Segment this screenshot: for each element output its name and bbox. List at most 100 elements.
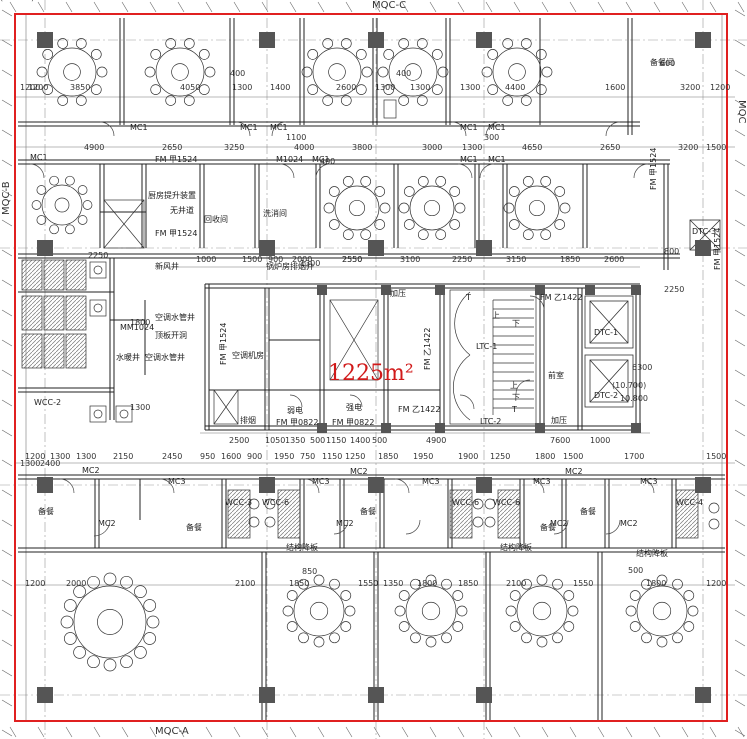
dimension-text: 300 [484,133,499,142]
dimension-text: 2250 [0,0,20,2]
dimension-text: 1300 [130,403,150,412]
dimension-text: 600 [660,59,675,68]
tag-wcc2: WCC-2 [34,398,61,407]
tag-mc2-f: MC2 [550,519,568,528]
column [695,240,711,256]
room-ac-well-2: 空调水管井 [145,352,185,362]
dimension-text: 400 [396,69,411,78]
room-labels: 厨房提升装置 无井道 回收间 洗消间 新风井 锅炉房排烟井 空调水管井 顶板开洞… [38,57,674,558]
tag-wcc6-b: WCC-6 [452,498,479,507]
dimension-text: 400 [0,0,15,2]
dining-table [398,176,466,240]
dimension-text: 500 [628,566,643,575]
dimension-text: 2550 [0,0,20,2]
axis-label-right: MQC [736,100,747,123]
dimension-text: 1850 [378,452,398,461]
dimension-text: 1200 [25,452,45,461]
room-weak-elec: 弱电 [287,405,303,415]
dining-table [36,38,108,106]
dimension-text: 1850 [458,579,478,588]
dimension-text: 2400 [40,459,60,468]
dimension-text: 800 [0,0,15,2]
tag-fm-d: FM 甲1524 [219,323,228,365]
dimension-text: 1300 [20,459,40,468]
dimension-text: 1200 [706,579,726,588]
tag-mc3-e: MC3 [640,477,658,486]
column [695,477,711,493]
tag-mc3-a: MC3 [168,477,186,486]
dimension-text: 1400 [270,83,290,92]
dimension-text: 3250 [224,143,244,152]
dimension-text: 1600 [221,452,241,461]
dimension-text: 2650 [162,143,182,152]
dimension-text: 1350 [285,436,305,445]
tag-wcc6-c: WCC-6 [493,498,520,507]
dimension-text: 750 [300,452,315,461]
tag-wcc3: WCC-3 [225,498,252,507]
axis-label-bottom: MQC-A [155,726,189,737]
tag-up-2: 上 [510,381,518,390]
elevators [584,219,721,408]
dimension-text: 1900 [458,452,478,461]
dimension-text: 2600 [336,83,356,92]
dimension-text: 3200 [678,143,698,152]
column-small [381,423,391,433]
dimension-text: 500 [372,436,387,445]
dining-table [282,574,356,648]
tag-fm-g: FM 乙1422 [423,328,432,370]
column [37,240,53,256]
tag-fm-f: FM 乙1422 [398,405,440,414]
column [259,240,275,256]
room-smoke-exhaust: 顶板开洞 [155,330,187,340]
column [476,687,492,703]
dimension-text: 1300 [50,452,70,461]
dimension-text: 1300 [0,0,20,2]
dimension-text: 3800 [352,143,372,152]
room-pressurize-2: 加压 [551,415,567,425]
dining-table [505,574,579,648]
column [476,240,492,256]
column-small [317,285,327,295]
dimension-text: 2500 [229,436,249,445]
dimension-text: 2000 [66,579,86,588]
dimension-text: 3000 [422,143,442,152]
dining-table [503,176,571,240]
dimension-text: 2250 [452,255,472,264]
tag-mc1-i: MC1 [488,155,506,164]
tag-mc1-e: MC1 [488,123,506,132]
dining-table [481,38,553,106]
column [259,687,275,703]
dimension-text: 1850 [289,579,309,588]
door-tags: MC1 MC1 MC1 MC1 MC1 MC1 MC1 MC1 MC1 M102… [30,123,722,528]
column [695,32,711,48]
room-ac-room: 空调机房 [232,350,264,360]
dining-table [31,175,93,235]
stairwell [449,289,537,425]
room-water-well: 水暖井 [116,352,140,362]
axis-label-left: MQC-B [1,181,12,215]
room-prep-3: 备餐 [580,506,596,516]
dimension-text: 1250 [490,452,510,461]
tag-down-1: 下 [512,319,520,328]
dimension-text: 1950 [413,452,433,461]
room-kitchen-lift: 厨房提升装置 [148,190,196,200]
dimension-text: 4400 [505,83,525,92]
column [368,240,384,256]
dimension-text: 1800 [646,579,666,588]
dimension-text: 2000 [292,255,312,264]
dimension-text: (10.700) [0,0,34,2]
room-boiler: 锅炉房排烟井 [266,261,314,271]
column-small [381,285,391,295]
door-swings [29,121,655,537]
tag-mc2-b: MC2 [98,519,116,528]
dimension-text: 2550 [342,255,362,264]
room-ac-well-1: 空调水管井 [155,312,195,322]
structural-columns [37,32,711,703]
tag-wcc6-a: WCC-6 [262,498,289,507]
dimension-text: 1300 [0,0,20,2]
dimension-text: 1100 [0,0,20,2]
dimension-text: 900 [247,452,262,461]
dimension-text: 1150 [322,452,342,461]
